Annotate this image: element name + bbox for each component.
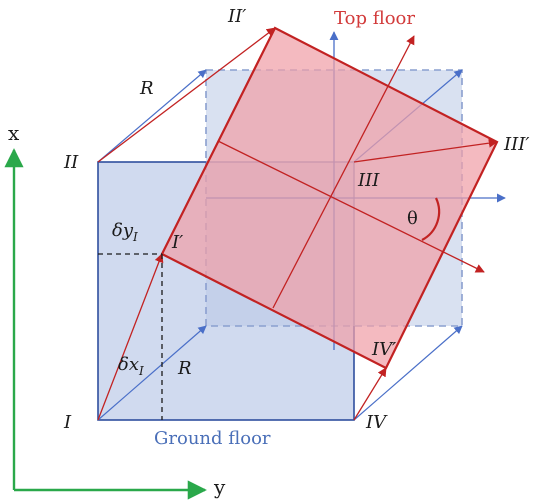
theta-label: θ	[407, 208, 418, 229]
rotated-horizontal-axis	[217, 140, 485, 273]
corner-I-prime-label: I′	[171, 232, 183, 253]
delta-y-label: δyI	[112, 220, 138, 244]
translation-R-top-label: R	[139, 78, 154, 99]
corner-II-label: II	[63, 152, 79, 173]
displacement-arrow-III	[353, 138, 498, 163]
theta-arc	[421, 197, 441, 241]
rotated-vertical-axis	[272, 35, 415, 309]
translation-arrow-II	[97, 69, 207, 163]
top-floor-label: Top floor	[334, 8, 415, 29]
delta-x-label: δxI	[118, 354, 144, 378]
corner-III-prime-label: III′	[503, 134, 529, 155]
x-axis-label: x	[8, 121, 20, 145]
displacement-arrow-II	[97, 27, 276, 163]
corner-IV-label: IV	[365, 412, 388, 433]
displacement-arrow-I	[97, 253, 164, 421]
corner-III-label: III	[357, 170, 380, 191]
corner-IV-prime-label: IV′	[371, 339, 396, 360]
corner-II-prime-label: II′	[227, 6, 246, 27]
translation-R-bottom-label: R	[177, 358, 192, 379]
ground-floor-label: Ground floor	[154, 428, 271, 449]
y-axis-label: y	[213, 475, 226, 499]
translation-arrow-IV	[353, 325, 463, 421]
corner-I-label: I	[63, 412, 72, 433]
displacement-arrow-IV	[353, 367, 387, 421]
translation-arrow-I	[97, 325, 207, 421]
